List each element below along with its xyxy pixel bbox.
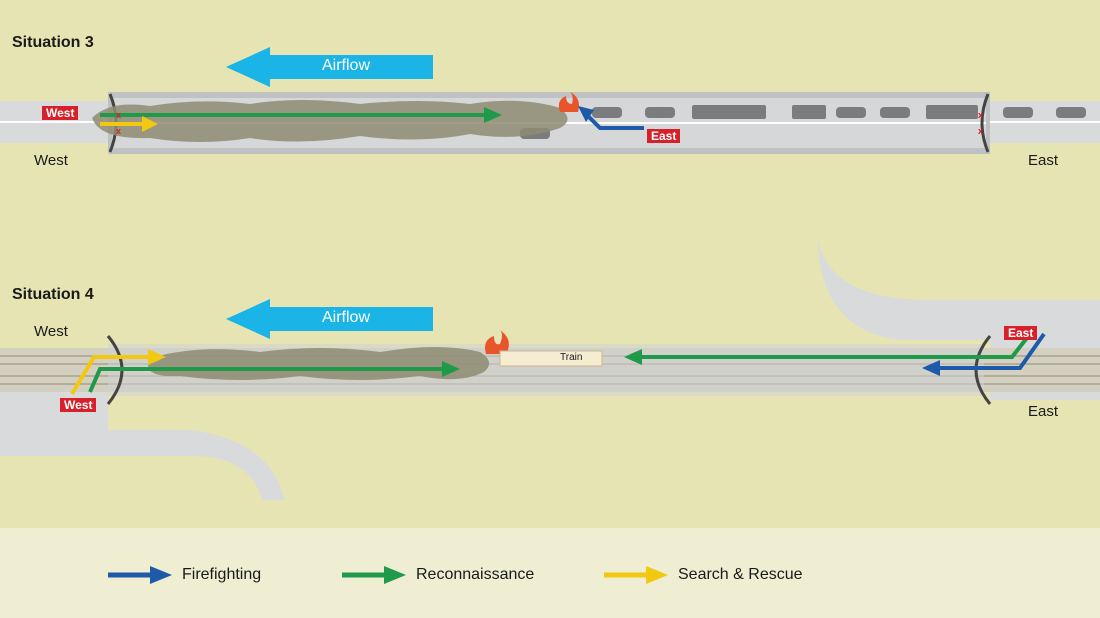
west-label-s3: West (34, 152, 68, 169)
legend (0, 528, 1100, 618)
fire-icon (558, 92, 579, 112)
airflow-label-s3: Airflow (322, 57, 371, 74)
east-label-s3: East (1028, 152, 1059, 169)
firefighting-arrow-icon (108, 566, 172, 584)
west-label-s4: West (34, 323, 68, 340)
legend-item-firefighting: Firefighting (108, 564, 261, 586)
west-tag-s4: West (60, 398, 97, 412)
svg-text:x: x (116, 126, 121, 136)
west-tag-s3: West (42, 106, 79, 120)
smoke-cloud-s4 (148, 347, 490, 380)
situation-3-title: Situation 3 (12, 34, 94, 51)
airflow-arrow-s4 (226, 299, 433, 339)
svg-text:x: x (978, 126, 983, 136)
legend-item-search-rescue: Search & Rescue (604, 564, 803, 586)
airflow-label-s4: Airflow (322, 309, 371, 326)
train-label: Train (560, 352, 583, 363)
reconnaissance-arrow-icon (342, 566, 406, 584)
smoke-cloud (92, 100, 568, 142)
train (499, 350, 603, 367)
search-rescue-arrow-icon (604, 566, 668, 584)
legend-item-reconnaissance: Reconnaissance (342, 564, 534, 586)
east-label-s4: East (1028, 403, 1059, 420)
legend-label-reconnaissance: Reconnaissance (416, 566, 535, 583)
airflow-arrow (226, 47, 433, 87)
east-tag-s3: East (647, 129, 681, 143)
situation-4-title: Situation 4 (12, 286, 94, 303)
east-tag-s4: East (1004, 326, 1038, 340)
situation-3-diagram: x x x x (0, 47, 1100, 154)
svg-text:x: x (116, 110, 121, 120)
situation-4-diagram (0, 240, 1100, 500)
legend-label-search-rescue: Search & Rescue (678, 566, 803, 583)
legend-label-firefighting: Firefighting (182, 566, 262, 583)
fire-icon-s4 (485, 330, 509, 354)
vehicles (520, 105, 1086, 139)
svg-text:x: x (978, 110, 983, 120)
east-portal (980, 93, 990, 153)
access-road-west (0, 384, 285, 500)
